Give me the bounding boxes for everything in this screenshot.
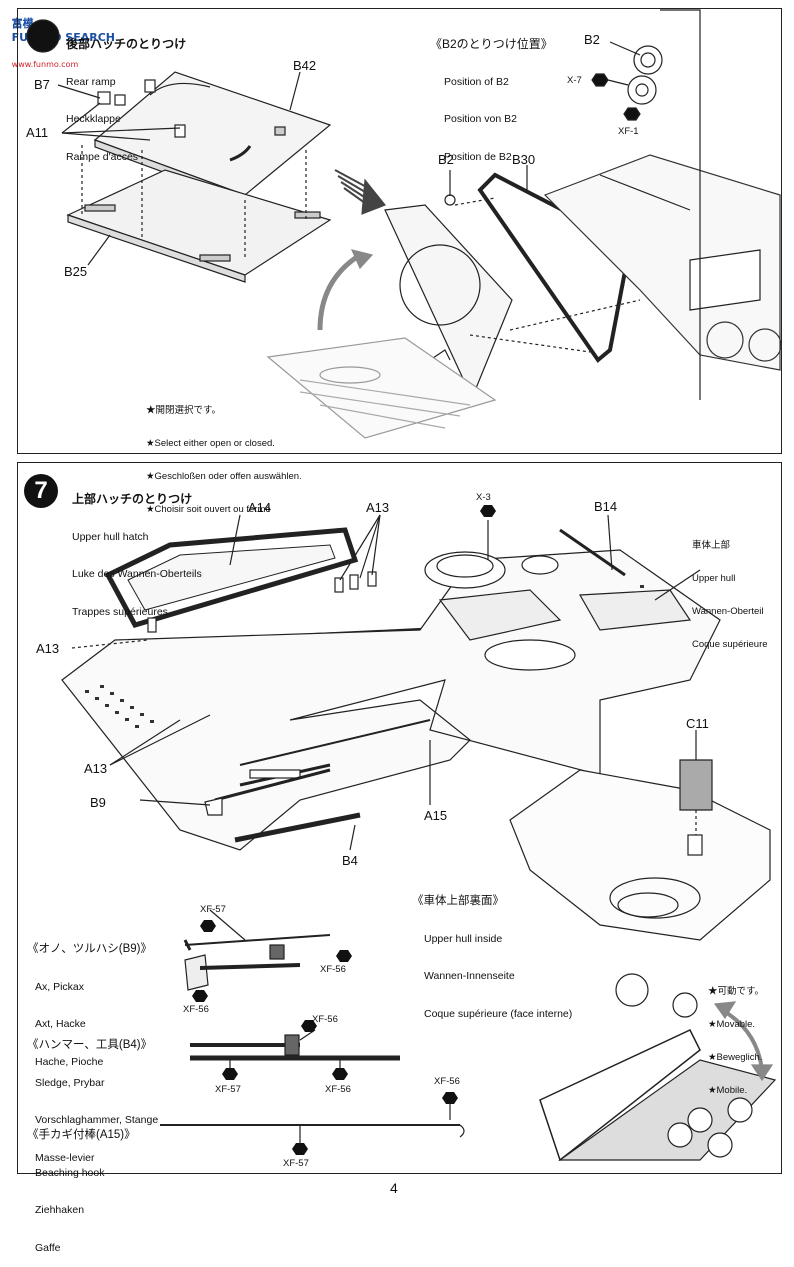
label-b25: B25 [64,264,88,279]
b2-position-en: Position of B2 [444,75,509,88]
movable-jp: ★可動です。 [708,986,765,997]
hull-de: Wannen-Oberteil [692,606,764,617]
label-a13-left: A13 [36,641,60,656]
hook-de: Ziehhaken [35,1204,85,1216]
step7-jp-title: 上部ハッチのとりつけ [72,492,193,506]
label-a11: A11 [26,125,49,140]
step6-title-de: Heckklappe [66,113,121,125]
axe-fr: Hache, Pioche [35,1055,104,1068]
b2-position-block: 《B2のとりつけ位置》 Position of B2 Position von … [430,13,553,176]
label-b9: B9 [90,795,106,810]
note-jp: ★開閉選択です。 [146,405,222,416]
step6-title-en: Rear ramp [66,75,116,88]
drawings [26,9,782,1162]
paint-xf56-hook: XF-56 [434,1076,460,1087]
page-number: 4 [390,1180,398,1196]
step6-title-block: 後部ハッチのとりつけ Rear ramp Heckklappe Rampe d'… [66,13,186,176]
label-b7: B7 [34,77,50,92]
hull-inside-en: Upper hull inside [424,932,503,945]
movable-de: ★Beweglich. [708,1052,763,1063]
step7-panel [17,462,782,1174]
axe-de: Axt, Hacke [35,1018,86,1030]
step6-circle-icon [26,19,60,53]
hammer-fr: Masse-levier [35,1151,95,1164]
paint-hex-xf57a [200,920,216,932]
step6-title-fr: Rampe d'accès [66,150,139,163]
paint-xf57-hook: XF-57 [283,1158,309,1169]
paint-xf57-hammer-left: XF-57 [215,1084,241,1095]
frame-b30 [477,172,633,363]
part-c11 [679,759,713,811]
label-a14: A14 [248,500,272,515]
label-b14: B14 [594,499,618,514]
label-b2-top: B2 [584,32,600,47]
step7-number: 7 [24,474,58,508]
label-b4: B4 [342,853,358,868]
label-b42: B42 [293,58,317,73]
hammer-en: Sledge, Prybar [35,1076,105,1089]
label-a13-top: A13 [366,500,390,515]
movable-fr: ★Mobile. [708,1085,748,1096]
hull-inside-de: Wannen-Innenseite [424,970,515,982]
label-x7: X-7 [567,75,582,86]
hull-inside [509,769,771,941]
axe-block: 《オノ、ツルハシ(B9)》 Ax, Pickax Axt, Hacke Hach… [27,918,152,1081]
movable-hatch [539,1029,701,1162]
label-xf1: XF-1 [618,126,639,137]
paint-xf56-axe-right: XF-56 [320,964,346,975]
hammer-de: Vorschlaghammer, Stange [35,1114,159,1126]
paint-xf56-hammer-top: XF-56 [312,1014,338,1025]
label-c11: C11 [686,716,709,731]
axe-title: 《オノ、ツルハシ(B9)》 [27,943,152,955]
hull-inside-block: 《車体上部裏面》 Upper hull inside Wannen-Innens… [412,870,572,1033]
hook-en: Beaching hook [35,1166,105,1179]
hammer-title: 《ハンマー、工具(B4)》 [27,1039,153,1051]
step6-panel [17,8,782,454]
label-x3: X-3 [476,492,491,503]
label-b30: B30 [512,152,536,167]
open-closed-note: ★開閉選択です。 ★Select either open or closed. … [146,383,302,526]
hook-title: 《手カギ付棒(A15)》 [27,1129,136,1141]
hull-label-block: 車体上部 Upper hull Wannen-Oberteil Coque su… [692,518,768,661]
paint-xf56-hammer-right: XF-56 [325,1084,351,1095]
label-b2: B2 [438,152,454,167]
hull-inside-title: 《車体上部裏面》 [412,895,504,907]
b2-position-fr: Position de B2 [444,150,512,163]
step7-title-fr: Trappes supérieures [72,605,168,618]
note-fr: ★Choisir soit ouvert ou fermé [146,504,271,515]
note-en: ★Select either open or closed. [146,438,275,449]
paint-xf57-axe-top: XF-57 [200,904,226,915]
hook-fr: Gaffe [35,1241,61,1254]
ramp-door-open [384,204,513,400]
hook-block: 《手カギ付棒(A15)》 Beaching hook Ziehhaken Gaf… [27,1104,136,1267]
note-de: ★Geschloßen oder offen auswählen. [146,471,302,482]
hull-fr: Coque supérieure [692,639,768,650]
label-a13-lower: A13 [84,761,108,776]
b2-position-title: 《B2のとりつけ位置》 [430,37,553,51]
hull-en: Upper hull [692,573,736,584]
b2-position-de: Position von B2 [444,113,517,125]
movable-note: ★可動です。 ★Movable. ★Beweglich. ★Mobile. [708,964,764,1107]
axe-en: Ax, Pickax [35,980,85,993]
hull-jp: 車体上部 [692,540,731,551]
movable-en: ★Movable. [708,1019,756,1030]
step7-title-block: 上部ハッチのとりつけ Upper hull hatch Luke des Wan… [72,468,202,631]
step7-title-de: Luke des Wannen-Oberteils [72,568,202,580]
label-a15: A15 [424,808,448,823]
watermark-url: www.funmo.com [11,60,79,69]
paint-xf56-axe-bottom: XF-56 [183,1004,209,1015]
hammer-block: 《ハンマー、工具(B4)》 Sledge, Prybar Vorschlagha… [27,1014,158,1177]
step7-title-en: Upper hull hatch [72,530,149,543]
step6-jp-title: 後部ハッチのとりつけ [66,37,187,51]
hull-inside-fr: Coque supérieure (face interne) [424,1007,573,1020]
